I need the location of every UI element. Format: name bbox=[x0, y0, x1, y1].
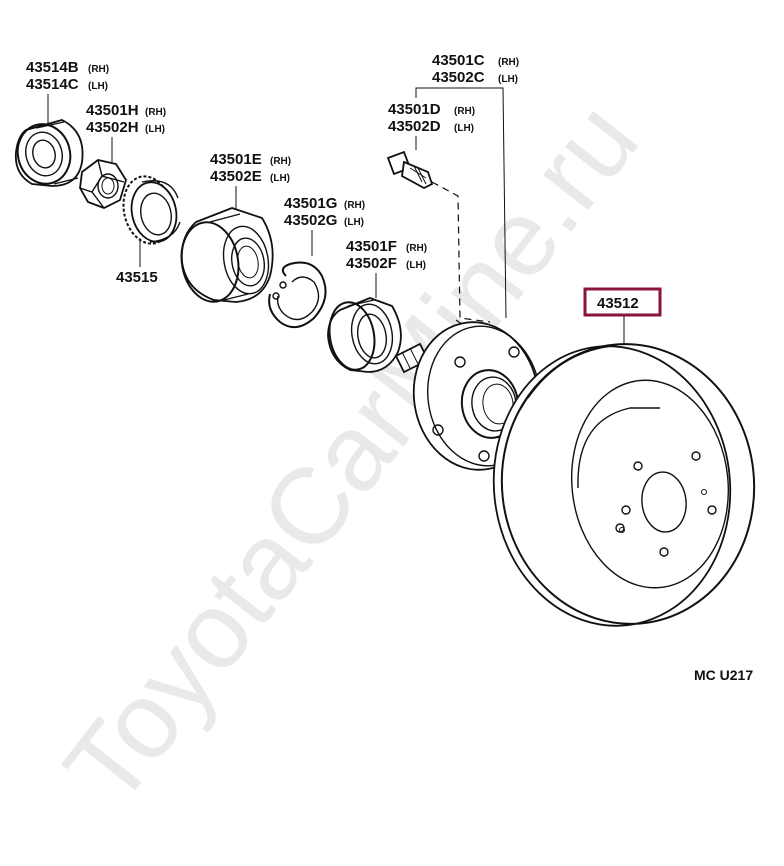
side-rh: (RH) bbox=[454, 106, 475, 117]
part-number-43501G[interactable]: 43501G bbox=[284, 195, 337, 212]
side-lh: (LH) bbox=[88, 81, 108, 92]
label-rotor-sensor[interactable]: 43515 bbox=[116, 269, 158, 286]
part-number-43512[interactable]: 43512 bbox=[597, 295, 639, 312]
label-disc[interactable]: 43512 bbox=[583, 287, 662, 317]
part-number-43502C[interactable]: 43502C bbox=[432, 69, 485, 86]
label-bearing[interactable]: 43501E (RH) 43502E (LH) bbox=[210, 151, 291, 185]
side-rh: (RH) bbox=[498, 57, 519, 68]
side-lh: (LH) bbox=[454, 123, 474, 134]
side-lh: (LH) bbox=[145, 124, 165, 135]
part-number-43502F[interactable]: 43502F bbox=[346, 255, 397, 272]
part-number-43501F[interactable]: 43501F bbox=[346, 238, 397, 255]
side-rh: (RH) bbox=[88, 64, 109, 75]
side-lh: (LH) bbox=[344, 217, 364, 228]
oil-seal-part[interactable] bbox=[324, 297, 402, 373]
part-number-43501E[interactable]: 43501E bbox=[210, 151, 262, 168]
drawing-code: MC U217 bbox=[694, 667, 753, 683]
side-lh: (LH) bbox=[498, 74, 518, 85]
part-number-43501C[interactable]: 43501C bbox=[432, 52, 485, 69]
side-rh: (RH) bbox=[406, 243, 427, 254]
disc-rotor-part[interactable] bbox=[480, 332, 768, 638]
side-lh: (LH) bbox=[270, 173, 290, 184]
side-rh: (RH) bbox=[270, 156, 291, 167]
highlight-box bbox=[583, 287, 662, 317]
lock-nut-part[interactable] bbox=[79, 159, 127, 209]
hub-bolt-part[interactable] bbox=[386, 150, 434, 190]
part-number-43514B[interactable]: 43514B bbox=[26, 59, 79, 76]
side-rh: (RH) bbox=[344, 200, 365, 211]
part-number-43502H[interactable]: 43502H bbox=[86, 119, 139, 136]
label-hub-bolt[interactable]: 43501D (RH) 43502D (LH) bbox=[388, 101, 475, 135]
label-nut[interactable]: 43501H (RH) 43502H (LH) bbox=[86, 102, 166, 136]
hub-nut-part[interactable] bbox=[11, 118, 84, 189]
sensor-rotor-part[interactable] bbox=[117, 172, 181, 248]
label-snap-ring[interactable]: 43501G (RH) 43502G (LH) bbox=[284, 195, 365, 229]
part-number-43515[interactable]: 43515 bbox=[116, 269, 158, 286]
label-seal[interactable]: 43501F (RH) 43502F (LH) bbox=[346, 238, 427, 272]
snap-ring-part[interactable] bbox=[268, 261, 327, 329]
label-hub[interactable]: 43501C (RH) 43502C (LH) bbox=[432, 52, 519, 86]
side-rh: (RH) bbox=[145, 107, 166, 118]
part-number-43502E[interactable]: 43502E bbox=[210, 168, 262, 185]
label-hub-nut[interactable]: 43514B (RH) 43514C (LH) bbox=[26, 59, 109, 93]
bolt-path-dashed bbox=[431, 181, 491, 323]
part-number-43502G[interactable]: 43502G bbox=[284, 212, 337, 229]
part-number-43501H[interactable]: 43501H bbox=[86, 102, 139, 119]
part-number-43502D[interactable]: 43502D bbox=[388, 118, 441, 135]
side-lh: (LH) bbox=[406, 260, 426, 271]
hub-leader-line bbox=[415, 87, 507, 319]
part-number-43501D[interactable]: 43501D bbox=[388, 101, 441, 118]
bearing-part[interactable] bbox=[175, 207, 274, 306]
part-number-43514C[interactable]: 43514C bbox=[26, 76, 79, 93]
